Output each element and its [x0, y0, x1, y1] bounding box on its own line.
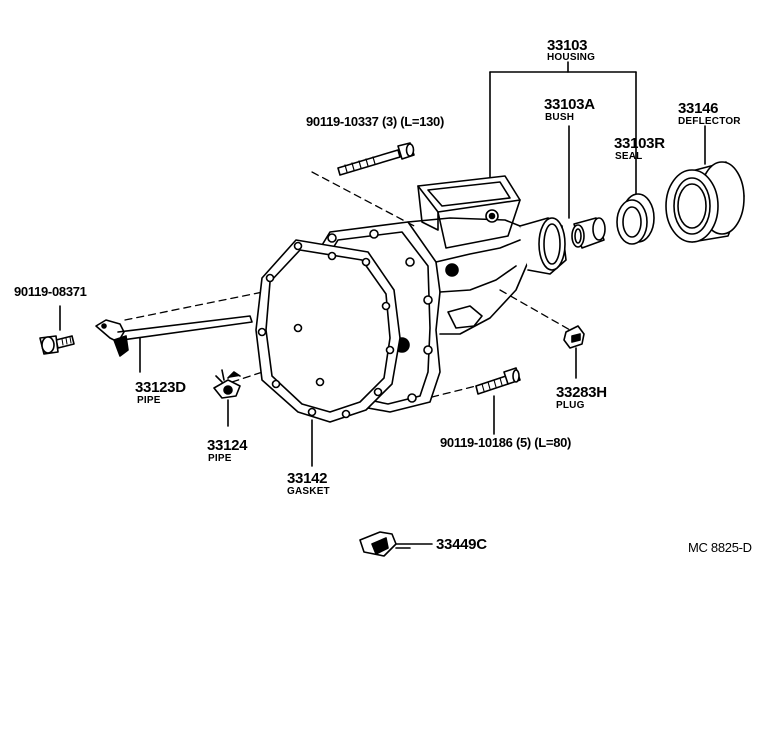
bush-part-number: 33103A [544, 96, 595, 113]
bolt-90119-10186 [475, 367, 521, 435]
seal-33103R [616, 193, 655, 245]
housing-leader [489, 61, 706, 219]
plug-33283H [563, 325, 585, 379]
deflector-part-number: 33146 [678, 100, 719, 117]
gasket-part-name: GASKET [287, 486, 330, 497]
long-pipe-part-number: 33123D [135, 379, 186, 396]
short-pipe-part-name: PIPE [208, 453, 232, 464]
bolt-90119-08371 [39, 305, 75, 355]
diagram-code: MC 8825-D [688, 540, 752, 555]
gasket-part-number: 33142 [287, 470, 328, 487]
plug-part-number: 33283H [556, 384, 607, 401]
pipe-33123D [95, 315, 253, 373]
housing-part-number: 33103 [547, 37, 588, 54]
clip-33449C [359, 531, 433, 557]
left-bolt-part-number: 90119-08371 [14, 284, 87, 299]
bush-33103A [571, 217, 606, 249]
bottom-bolt-part-number: 90119-10186 (5) (L=80) [440, 436, 571, 449]
bush-part-name: BUSH [545, 112, 575, 123]
housing-part-name: HOUSING [547, 52, 596, 63]
bottom-bolt-number: 90119-10186 [440, 435, 513, 450]
clip-part-number: 33449C [436, 536, 487, 553]
top-bolt-number: 90119-10337 [306, 114, 379, 129]
gasket-33142 [255, 239, 401, 423]
plug-part-name: PLUG [556, 400, 585, 411]
seal-part-number: 33103R [614, 135, 665, 152]
bottom-bolt-spec: (5) (L=80) [515, 435, 572, 450]
long-pipe-part-name: PIPE [137, 395, 161, 406]
deflector-33146 [665, 161, 745, 243]
pipe-33124 [213, 369, 241, 427]
top-bolt-part-number: 90119-10337 (3) (L=130) [306, 115, 444, 128]
top-bolt-spec: (3) (L=130) [381, 114, 445, 129]
short-pipe-part-number: 33124 [207, 437, 248, 454]
deflector-part-name: DEFLECTOR [678, 116, 741, 127]
seal-part-name: SEAL [615, 151, 643, 162]
bolt-90119-10337 [337, 142, 415, 176]
